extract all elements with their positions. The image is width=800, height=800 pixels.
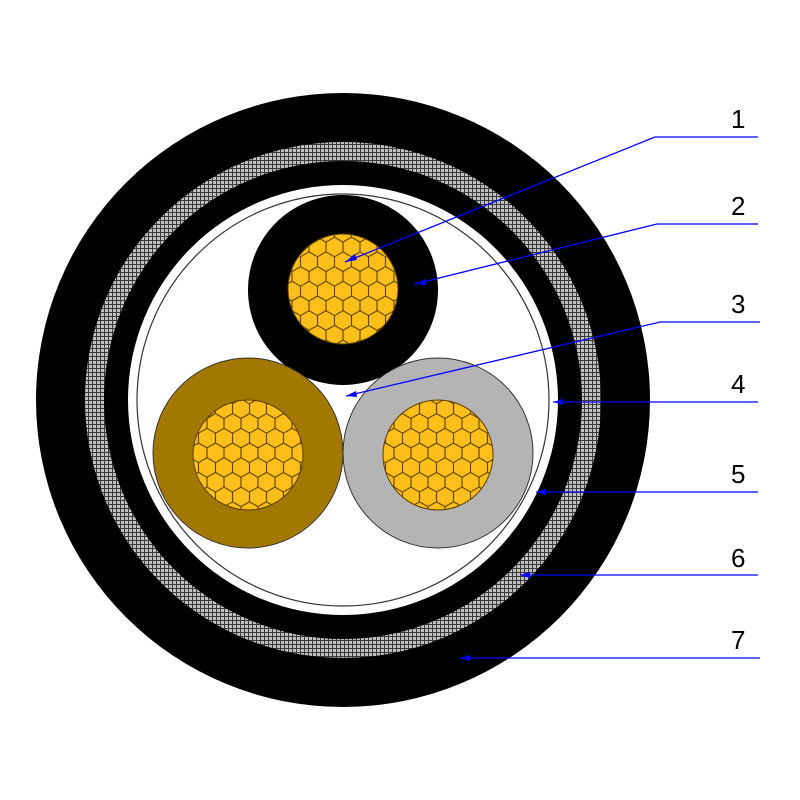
black-core — [248, 195, 438, 385]
brown-core — [152, 357, 344, 549]
arrow-icon — [536, 489, 546, 495]
arrow-icon — [415, 279, 426, 285]
grey-core — [342, 357, 534, 549]
conductor — [382, 399, 494, 511]
label-6: 6 — [731, 543, 745, 573]
label-2: 2 — [731, 191, 745, 221]
arrow-icon — [553, 399, 563, 405]
arrow-icon — [520, 572, 530, 578]
label-1: 1 — [731, 104, 745, 134]
label-4: 4 — [731, 369, 745, 399]
arrow-icon — [460, 655, 470, 661]
leader-3 — [345, 321, 760, 397]
leader-1 — [344, 136, 758, 263]
leader-lines — [344, 136, 760, 659]
arrow-icon — [345, 254, 357, 262]
label-7: 7 — [731, 625, 745, 655]
leader-arrowheads — [345, 254, 563, 661]
label-5: 5 — [731, 459, 745, 489]
conductor — [192, 399, 304, 511]
label-3: 3 — [731, 289, 745, 319]
leader-2 — [414, 223, 758, 285]
arrow-icon — [346, 391, 357, 397]
conductor — [287, 233, 399, 345]
